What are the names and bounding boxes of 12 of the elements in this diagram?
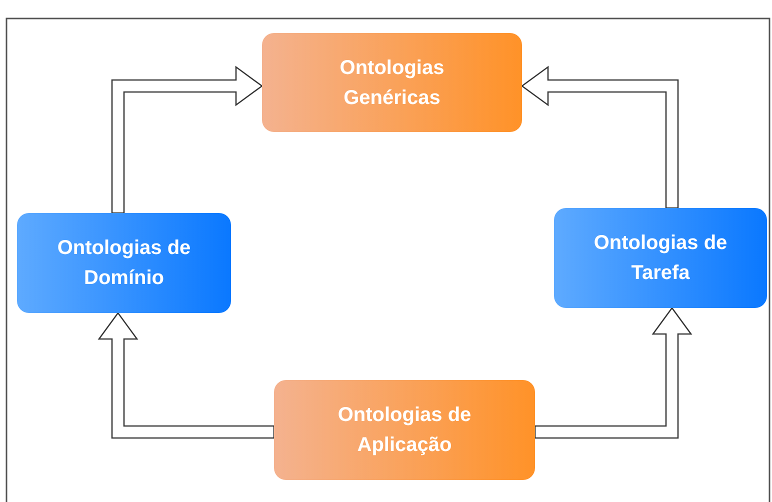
process-box: [17, 213, 231, 313]
block-arrow: [98, 312, 275, 439]
block-arrow: [111, 66, 264, 214]
box-label: Ontologias de Domínio: [56, 236, 192, 291]
process-box: [554, 208, 767, 308]
block-arrow: [534, 306, 692, 439]
box-label: Ontologias Genéricas: [338, 56, 446, 110]
box-label: Ontologias de Tarefa: [592, 231, 728, 286]
box-label: Ontologias de Aplicação: [336, 403, 472, 458]
process-box: [262, 33, 522, 132]
process-box: [274, 380, 535, 480]
block-arrow: [520, 66, 679, 209]
